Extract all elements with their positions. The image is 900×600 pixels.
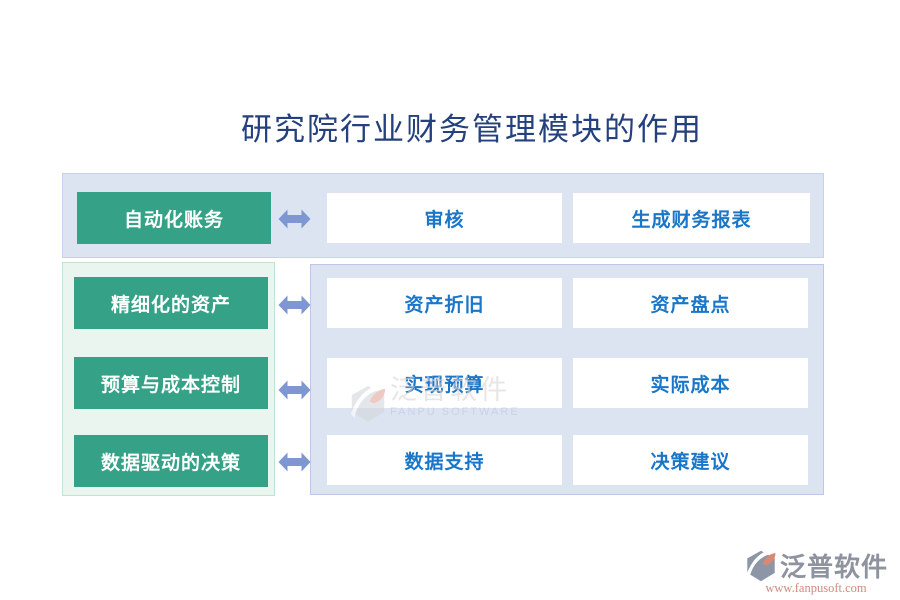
footer-logo: 泛普软件 www.fanpusoft.com bbox=[744, 547, 888, 596]
target-financial-reports: 生成财务报表 bbox=[573, 193, 810, 243]
double-arrow-icon bbox=[278, 451, 311, 473]
double-arrow-icon bbox=[278, 208, 311, 230]
source-refined-assets: 精细化的资产 bbox=[74, 277, 268, 329]
source-budget-cost-control: 预算与成本控制 bbox=[74, 357, 268, 409]
target-actual-cost: 实际成本 bbox=[573, 358, 808, 408]
double-arrow-icon bbox=[278, 379, 311, 401]
target-asset-depreciation: 资产折旧 bbox=[327, 278, 562, 328]
source-data-driven-decisions: 数据驱动的决策 bbox=[74, 435, 268, 487]
footer-brand: 泛普软件 bbox=[780, 553, 889, 582]
target-decision-suggestions: 决策建议 bbox=[573, 435, 808, 485]
fanpu-logo-icon bbox=[746, 549, 776, 581]
double-arrow-icon bbox=[278, 294, 311, 316]
target-data-support: 数据支持 bbox=[327, 435, 562, 485]
target-asset-inventory: 资产盘点 bbox=[573, 278, 808, 328]
footer-website: www.fanpusoft.com bbox=[765, 581, 867, 595]
source-automated-accounting: 自动化账务 bbox=[77, 192, 271, 244]
target-budget-realization: 实现预算 bbox=[327, 358, 562, 408]
page-title: 研究院行业财务管理模块的作用 bbox=[241, 112, 703, 147]
target-audit: 审核 bbox=[327, 193, 562, 243]
